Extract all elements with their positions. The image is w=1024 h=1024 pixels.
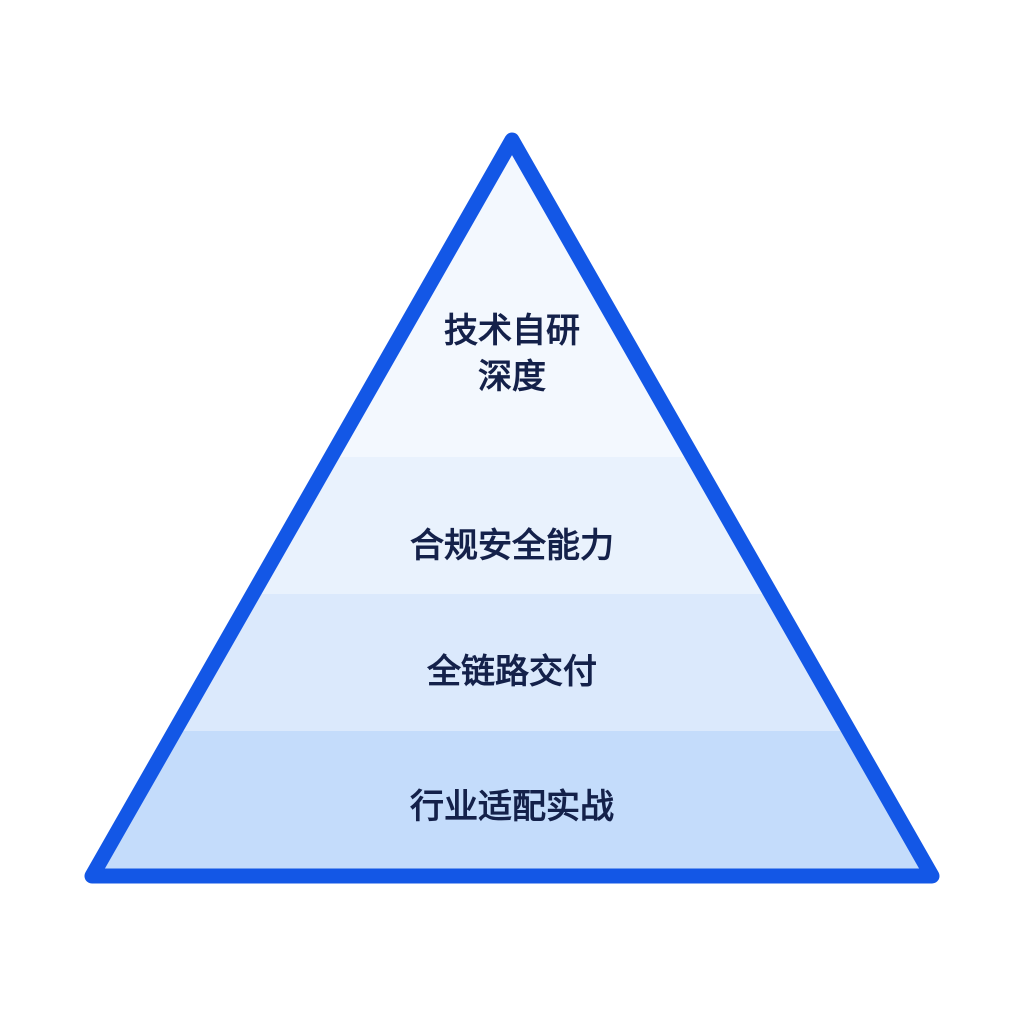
pyramid-level-1-label-line-2: 深度 (478, 357, 546, 397)
pyramid-level-3-label: 全链路交付 (426, 652, 597, 692)
pyramid-level-4-label: 行业适配实战 (410, 787, 614, 827)
pyramid-outline (84, 132, 940, 884)
pyramid-level-4-band (92, 731, 932, 876)
pyramid-level-1-label-line-1: 技术自研 (444, 311, 580, 351)
pyramid-level-2-label: 合规安全能力 (410, 526, 614, 566)
